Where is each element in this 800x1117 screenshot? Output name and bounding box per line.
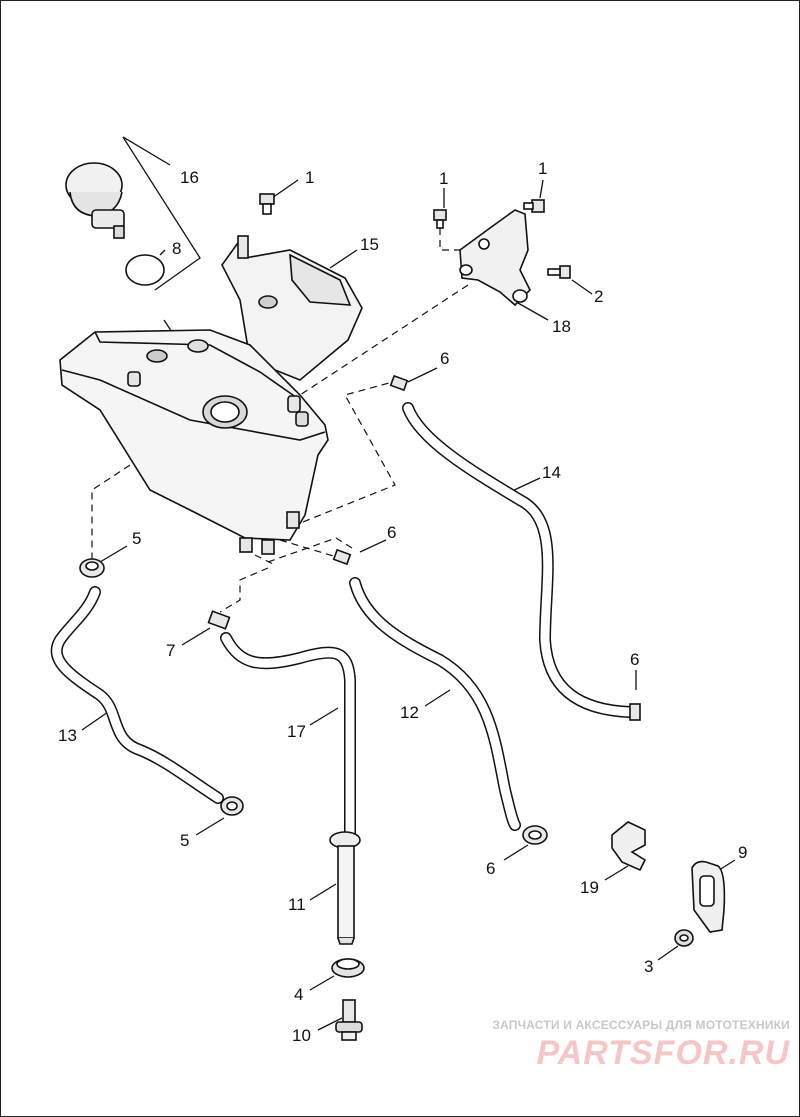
watermark-brand-logo: PARTSFOR.RU: [536, 1034, 790, 1072]
part-11-drain-tube: [329, 831, 361, 945]
part-2-bolt: [547, 265, 571, 279]
part-15-upper-reservoir: [221, 235, 363, 381]
part-3-grommet: [674, 929, 694, 947]
callout-11: 11: [288, 895, 306, 914]
part-6-clamp-c: [629, 703, 641, 721]
callout-16: 16: [180, 168, 199, 187]
callout-1b: 1: [439, 169, 448, 188]
part-19-hose-clip: [611, 821, 647, 872]
callout-13: 13: [58, 726, 77, 745]
part-1-bolt-b: [433, 209, 447, 229]
part-9-strap-bracket: [691, 860, 726, 933]
callout-18: 18: [552, 317, 571, 336]
callout-14: 14: [542, 463, 561, 482]
part-13-hose: [50, 586, 224, 804]
callout-5a: 5: [132, 529, 141, 548]
part-18-mounting-bracket: [459, 209, 531, 307]
callout-6b: 6: [387, 523, 396, 542]
part-7-clamp: [207, 610, 231, 630]
part-14-hose: [402, 402, 636, 718]
part-1-bolt-c: [523, 199, 545, 213]
part-12-hose: [349, 577, 521, 831]
leader-lines: [81, 136, 736, 1031]
part-5-clamp-a: [79, 558, 105, 578]
watermark-tagline: ЗАПЧАСТИ И АКСЕССУАРЫ ДЛЯ МОТОТЕХНИКИ: [492, 1018, 790, 1032]
callout-8: 8: [172, 239, 181, 258]
callout-7: 7: [166, 641, 175, 660]
part-1-bolt-a: [259, 193, 275, 215]
callout-17: 17: [287, 722, 306, 741]
part-8-o-ring: [125, 254, 165, 286]
main-reservoir-tank: [59, 329, 329, 555]
part-6-clamp-a: [389, 374, 409, 392]
watermark: ЗАПЧАСТИ И АКСЕССУАРЫ ДЛЯ МОТОТЕХНИКИ PA…: [480, 1018, 790, 1073]
callout-6a: 6: [440, 349, 449, 368]
callout-6c: 6: [630, 650, 639, 669]
callout-9: 9: [738, 843, 747, 862]
part-17-hose: [220, 632, 356, 841]
callout-1c: 1: [538, 159, 547, 178]
part-6-clamp-d: [522, 825, 548, 845]
callout-5b: 5: [180, 831, 189, 850]
callout-2: 2: [594, 287, 603, 306]
callout-3: 3: [644, 957, 653, 976]
callout-1a: 1: [305, 168, 314, 187]
callout-6d: 6: [486, 859, 495, 878]
callout-19: 19: [580, 878, 599, 897]
callout-10: 10: [292, 1026, 311, 1045]
part-16-filler-cap: [65, 162, 125, 239]
dashed-assembly-lines: [91, 228, 469, 613]
callout-12: 12: [400, 703, 419, 722]
callout-15: 15: [360, 235, 379, 254]
callout-4: 4: [294, 985, 303, 1004]
part-5-clamp-b: [220, 796, 244, 816]
part-10-fitting: [335, 999, 363, 1041]
part-4-hose-clamp: [331, 958, 365, 978]
callout-labels: 16 8 1 15 1 1 2 18 6 14 5 6 7 13 17 12 6…: [58, 159, 747, 1045]
part-6-clamp-b: [332, 548, 352, 566]
